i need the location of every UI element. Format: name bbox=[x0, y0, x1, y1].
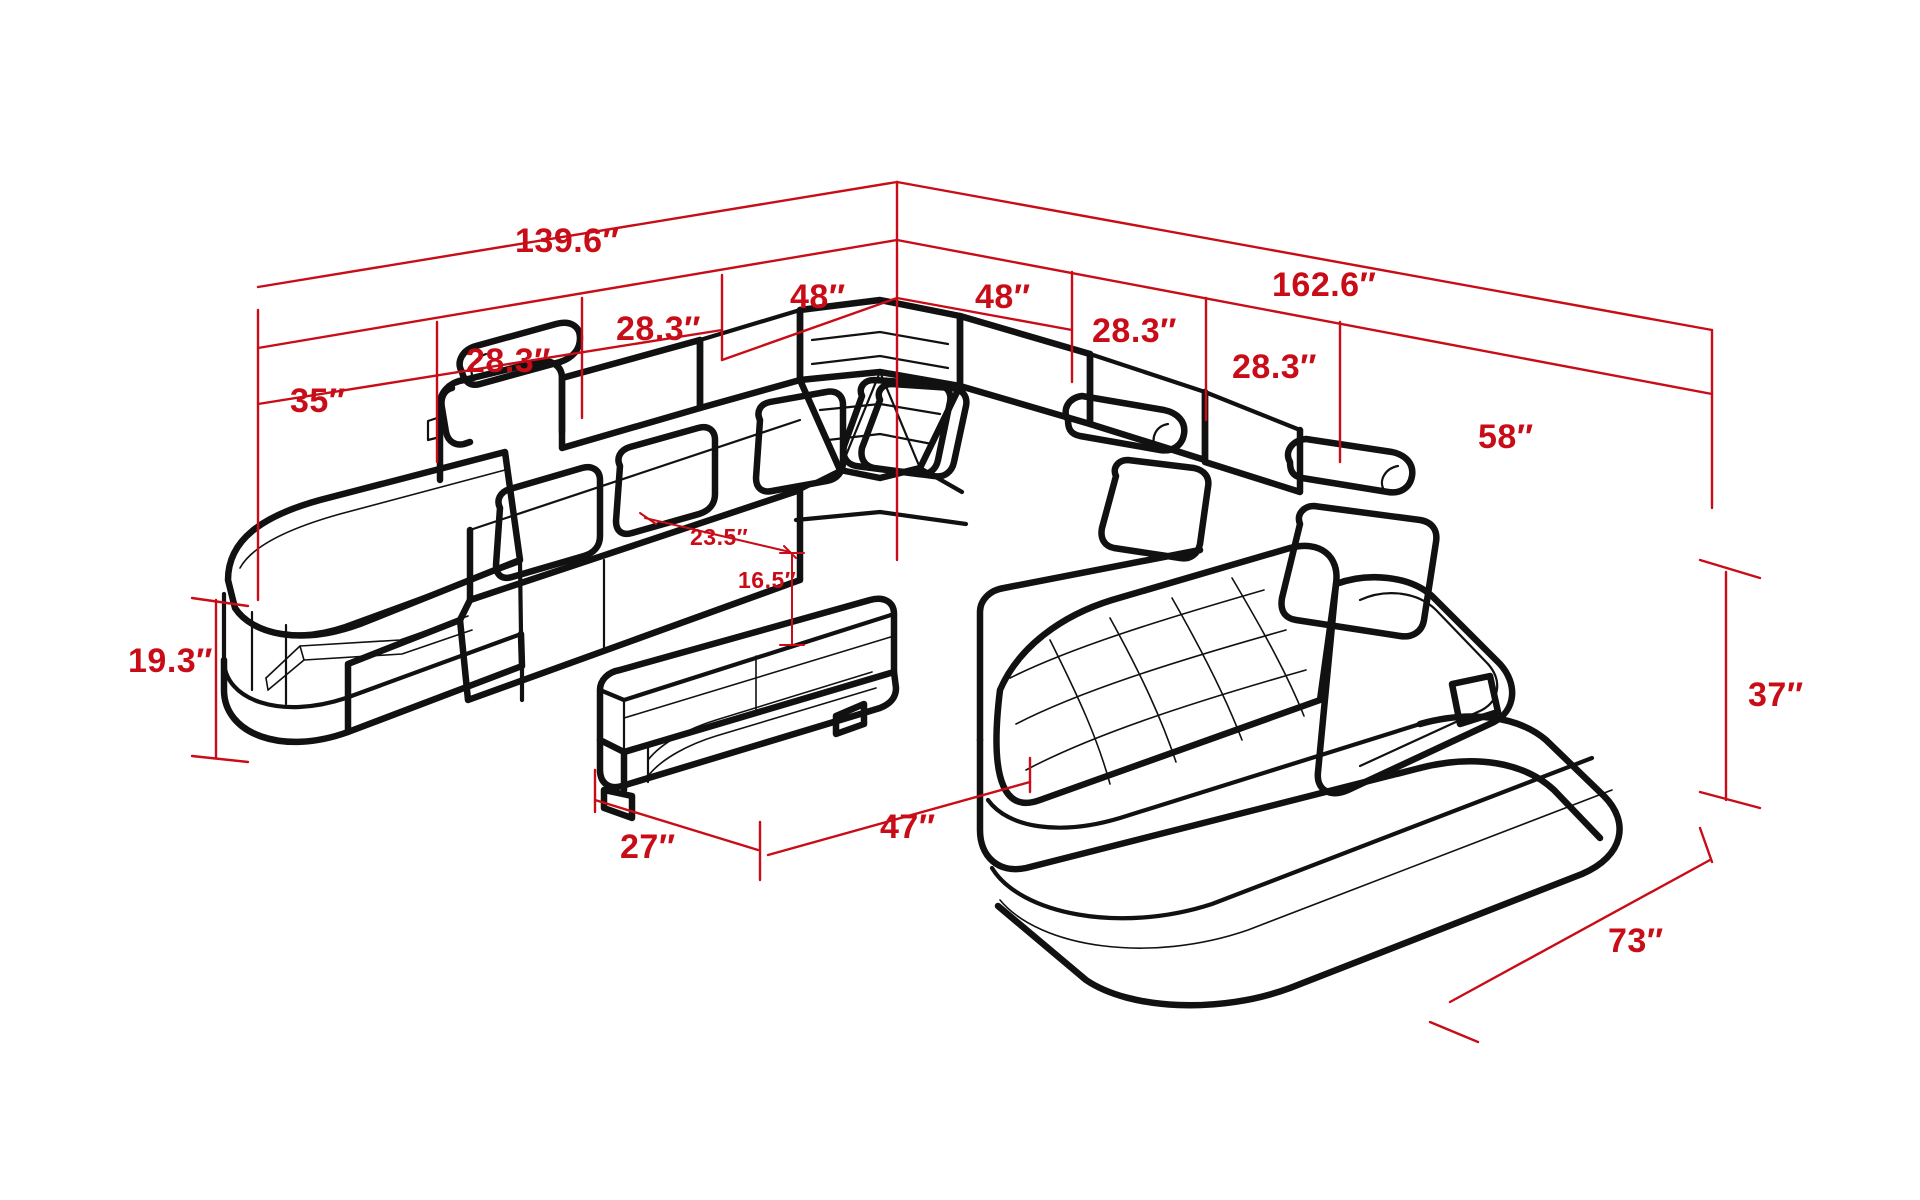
label-ottoman-width: 47″ bbox=[880, 808, 936, 846]
label-overall-left: 139.6″ bbox=[515, 222, 619, 260]
dim-ottoman-depth bbox=[593, 768, 762, 882]
dim-back-height bbox=[1698, 558, 1762, 810]
left-back-panel bbox=[492, 306, 804, 582]
label-ottoman-depth: 27″ bbox=[620, 828, 676, 866]
corner-wedge-module bbox=[752, 296, 970, 527]
label-right-chaise-depth: 73″ bbox=[1608, 922, 1664, 960]
label-left-chaise-depth: 35″ bbox=[290, 382, 346, 420]
label-corner-left: 48″ bbox=[790, 278, 846, 316]
label-corner-right: 48″ bbox=[975, 278, 1031, 316]
dim-ottoman-width bbox=[766, 756, 1032, 857]
dimension-labels: 139.6″ 162.6″ 35″ 28.3″ 28.3″ 48″ 48″ 28… bbox=[128, 222, 1804, 960]
label-back-height: 37″ bbox=[1748, 676, 1804, 714]
right-chaise-module bbox=[976, 542, 1623, 1009]
dim-tier2-left bbox=[256, 238, 899, 464]
label-seat-depth: 23.5″ bbox=[690, 524, 748, 550]
left-chaise-module bbox=[220, 448, 526, 746]
dim-seat-height bbox=[779, 552, 805, 646]
dim-tier3 bbox=[256, 296, 1074, 406]
dimension-annotations bbox=[190, 180, 1762, 1044]
label-right-chaise-width: 58″ bbox=[1478, 418, 1534, 456]
ottoman bbox=[596, 595, 900, 822]
label-right-seat-a: 28.3″ bbox=[1092, 312, 1177, 350]
left-seat-surface bbox=[344, 418, 804, 736]
dim-overall-left bbox=[256, 180, 899, 602]
left-arm-headrest bbox=[426, 319, 584, 484]
label-seat-height: 16.5″ bbox=[738, 567, 796, 593]
sofa-line-art bbox=[220, 296, 1623, 1009]
dim-overall-right bbox=[895, 180, 1714, 510]
label-right-seat-b: 28.3″ bbox=[1232, 348, 1317, 386]
label-overall-right: 162.6″ bbox=[1272, 266, 1376, 304]
dim-right-chaise-depth bbox=[1428, 826, 1714, 1044]
label-left-seat-b: 28.3″ bbox=[616, 310, 701, 348]
right-back-run bbox=[956, 312, 1440, 640]
label-chaise-arm-height: 19.3″ bbox=[128, 642, 213, 680]
dim-chaise-arm-height bbox=[190, 596, 250, 764]
dim-tier2-right bbox=[895, 238, 1714, 464]
label-left-seat-a: 28.3″ bbox=[466, 342, 551, 380]
